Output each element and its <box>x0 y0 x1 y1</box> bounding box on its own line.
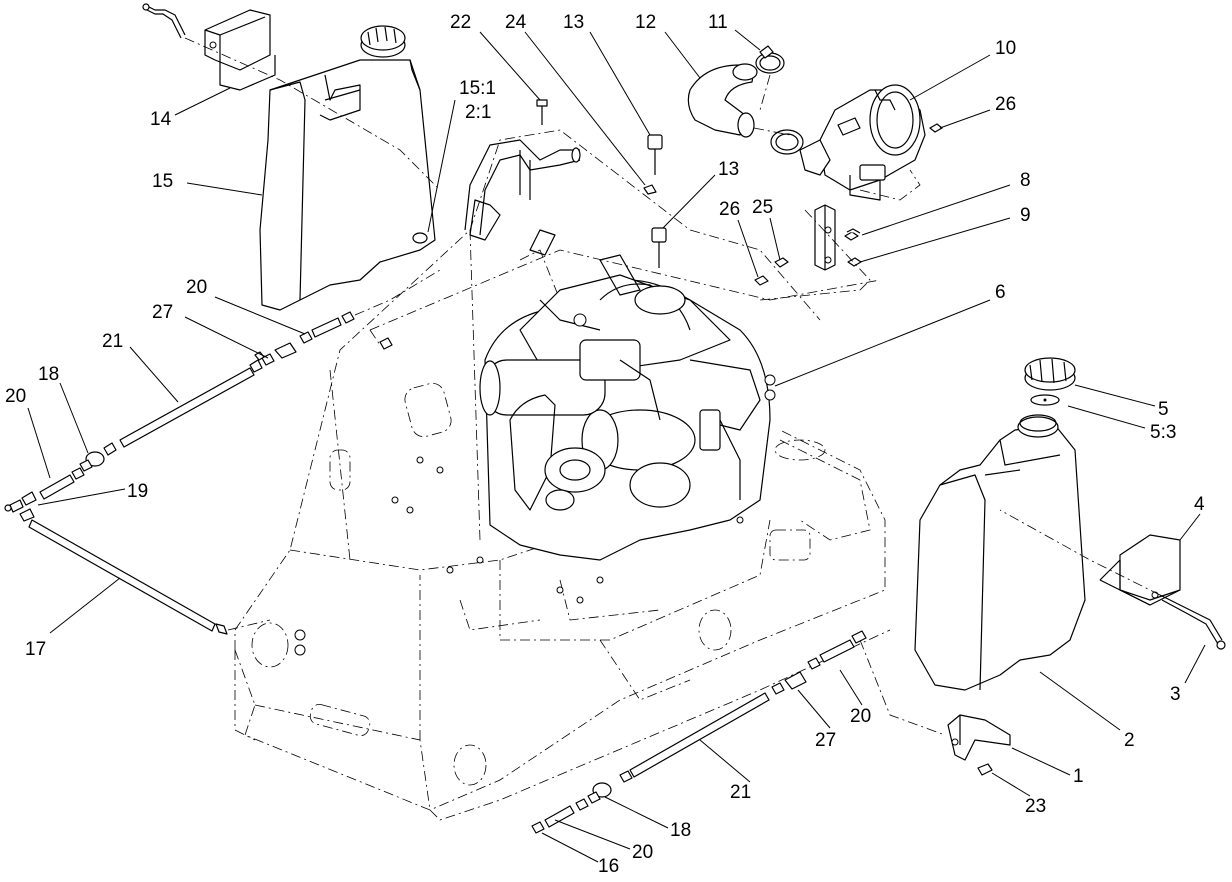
callout-20-left: 20 <box>5 386 26 407</box>
callout-10: 10 <box>995 38 1016 59</box>
callout-17: 17 <box>25 639 46 660</box>
callout-12: 12 <box>635 12 656 33</box>
callout-20-upper-left: 20 <box>186 277 207 298</box>
upper-frame-tube <box>464 139 641 296</box>
tank-mount-bracket <box>859 639 1011 776</box>
tank-rod-right <box>999 509 1226 650</box>
chassis-frame <box>234 129 891 821</box>
air-cleaner <box>799 84 926 201</box>
fuel-line-left <box>4 269 441 635</box>
fuel-cap-right <box>1024 357 1076 406</box>
callout-16: 16 <box>598 856 619 877</box>
callout-2: 2 <box>1124 730 1135 751</box>
fuel-tank-left <box>259 25 436 311</box>
tank-bracket-right <box>1099 534 1181 606</box>
tank-rod-top <box>142 3 441 191</box>
callout-23: 23 <box>1025 796 1046 817</box>
callout-5-3: 5:3 <box>1150 422 1176 443</box>
callout-18-left: 18 <box>38 364 59 385</box>
callout-1: 1 <box>1073 766 1084 787</box>
callout-11: 11 <box>708 12 728 33</box>
callout-27-left: 27 <box>152 302 173 323</box>
callout-21-left: 21 <box>102 331 123 352</box>
callout-6: 6 <box>995 282 1006 303</box>
fuel-tank-right <box>914 414 1086 691</box>
callout-20-bottom: 20 <box>632 842 653 863</box>
callout-25: 25 <box>752 197 773 218</box>
callout-4: 4 <box>1194 494 1205 515</box>
callout-22: 22 <box>450 12 471 33</box>
callout-13-top: 13 <box>563 12 584 33</box>
callout-3: 3 <box>1170 684 1181 705</box>
callout-26-mid: 26 <box>719 199 740 220</box>
engine-assembly <box>479 274 776 561</box>
callout-5: 5 <box>1158 399 1169 420</box>
callout-24: 24 <box>505 12 527 33</box>
tank-bracket-left <box>204 9 276 91</box>
callout-14: 14 <box>150 109 172 130</box>
callout-8: 8 <box>1020 170 1031 191</box>
intake-hose <box>687 45 804 155</box>
fuel-line-right <box>531 630 867 834</box>
callout-26-top: 26 <box>995 94 1016 115</box>
callout-20-right: 20 <box>850 706 871 727</box>
callout-21-right: 21 <box>730 782 751 803</box>
leader-lines <box>27 29 1206 863</box>
callout-27-right: 27 <box>815 730 836 751</box>
callout-2-1: 2:1 <box>465 102 491 123</box>
callout-9: 9 <box>1020 205 1031 226</box>
callout-labels: 22 24 13 12 11 10 26 15:1 2:1 14 15 13 8… <box>5 12 1205 877</box>
cleaner-mount-bracket <box>754 123 943 301</box>
callout-18-right: 18 <box>670 820 691 841</box>
callout-13-mid: 13 <box>718 159 739 180</box>
hardware-top <box>536 99 667 268</box>
callout-15: 15 <box>152 171 173 192</box>
callout-15-1: 15:1 <box>459 78 496 99</box>
callout-19: 19 <box>127 481 148 502</box>
